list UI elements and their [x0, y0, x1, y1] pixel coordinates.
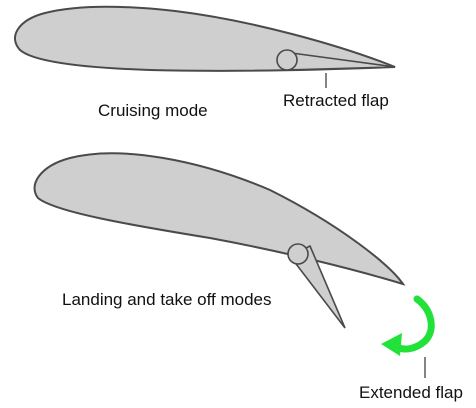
rotation-arrow-arc [392, 295, 435, 353]
cruising-mode-label: Cruising mode [98, 101, 208, 120]
landing-airfoil [33, 152, 406, 286]
landing-airfoil-group [33, 152, 406, 329]
flap-hinge-bottom [287, 243, 309, 265]
landing-modes-label: Landing and take off modes [62, 290, 272, 309]
retracted-flap-label: Retracted flap [283, 91, 389, 110]
cruising-airfoil-group [14, 5, 396, 88]
flap-hinge-top [276, 49, 298, 71]
curved-arrow-icon [381, 295, 435, 378]
extended-flap-label: Extended flap [359, 383, 463, 402]
rotation-arrow-head [381, 333, 402, 356]
